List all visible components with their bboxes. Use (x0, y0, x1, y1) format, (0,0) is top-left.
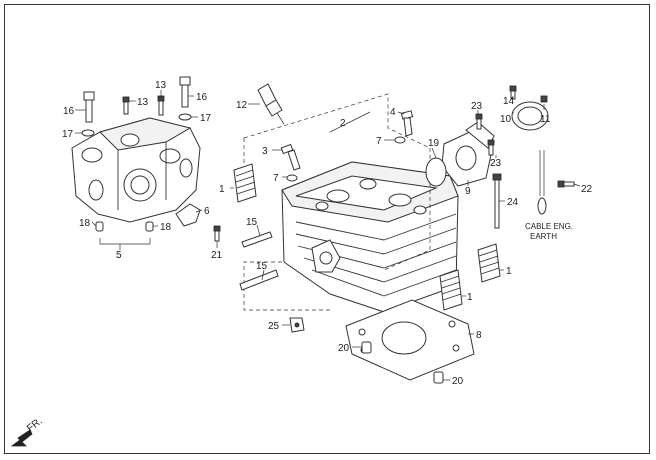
callout-1-lower: 1 (467, 292, 473, 303)
clamp-band (511, 101, 549, 131)
diagram-border (4, 4, 650, 454)
cable-note: CABLE ENG. EARTH (525, 222, 573, 241)
callout-23-top: 23 (471, 101, 483, 112)
callout-25: 25 (268, 321, 280, 332)
earth-bolt (557, 180, 575, 188)
washer-right (178, 113, 192, 121)
callout-11: 11 (540, 114, 551, 125)
callout-9: 9 (465, 186, 471, 197)
clamp-nut (540, 95, 548, 103)
cylinder-head (281, 161, 459, 313)
stud-bolt-upper (241, 231, 273, 248)
valve-spring-right (477, 243, 501, 283)
callout-15-upper: 15 (246, 217, 258, 228)
callout-2: 2 (340, 118, 346, 129)
cable-note-line1: CABLE ENG. (525, 222, 573, 231)
stud-bolt-lower (239, 269, 279, 291)
callout-7-right: 7 (376, 136, 382, 147)
small-bolt-a (122, 96, 130, 115)
flange-bolt-right (179, 76, 191, 108)
callout-13-left: 13 (137, 97, 149, 108)
callout-17-left: 17 (62, 129, 74, 140)
valve-guide-right (400, 110, 414, 137)
cylinder-head-gasket (345, 299, 475, 381)
callout-labels: 16 17 18 18 5 13 13 16 17 6 21 1 12 3 7 … (62, 80, 593, 387)
earth-cable (537, 150, 547, 215)
leader-lines (75, 90, 581, 381)
insulator-bolt-bottom (487, 139, 495, 156)
callout-21: 21 (211, 250, 223, 261)
intake-o-ring (425, 157, 447, 187)
callout-12: 12 (236, 100, 248, 111)
small-bolt-b (157, 95, 165, 116)
carburetor-insulator (441, 121, 495, 187)
callout-17-right: 17 (200, 113, 212, 124)
callout-20-right: 20 (452, 376, 464, 387)
washer-left (81, 129, 95, 137)
callout-7-left: 7 (273, 173, 279, 184)
long-bolt (492, 173, 502, 229)
valve-spring-lower (439, 269, 463, 311)
callout-22: 22 (581, 184, 593, 195)
callout-6: 6 (204, 206, 210, 217)
dowel-pin-gasket-b (433, 371, 444, 384)
dowel-pin-b (145, 221, 154, 232)
callout-23-bottom: 23 (490, 158, 502, 169)
callout-15-lower: 15 (256, 261, 268, 272)
decompressor-lever (175, 203, 201, 227)
callout-5: 5 (116, 250, 122, 261)
front-arrow-icon (10, 429, 33, 447)
callout-20-left: 20 (338, 343, 350, 354)
valve-guide-left (280, 143, 301, 171)
callout-1-right: 1 (506, 266, 512, 277)
insulator-bolt-top (475, 113, 483, 130)
callout-13-top: 13 (155, 80, 167, 91)
callout-19: 19 (428, 138, 440, 149)
callout-16-right: 16 (196, 92, 208, 103)
callout-4: 4 (390, 107, 396, 118)
callout-3: 3 (262, 146, 268, 157)
dowel-pin-gasket-a (361, 341, 372, 354)
front-direction-indicator: FR. (10, 416, 45, 447)
callout-18-right: 18 (160, 222, 172, 233)
cable-note-line2: EARTH (530, 232, 557, 241)
bracket-5 (99, 238, 151, 245)
callout-1-left: 1 (219, 184, 225, 195)
callout-18-left: 18 (79, 218, 91, 229)
callout-14: 14 (503, 96, 515, 107)
o-ring-right (394, 136, 406, 144)
assembly-boundary-lower (243, 261, 330, 311)
flange-bolt-left (83, 91, 95, 123)
callout-24: 24 (507, 197, 519, 208)
spark-plug (257, 83, 285, 125)
dowel-pin-a (95, 221, 104, 232)
o-ring-left (286, 174, 298, 182)
rocker-arm-holder (71, 117, 201, 223)
clip-25 (289, 317, 305, 333)
callout-8: 8 (476, 330, 482, 341)
valve-spring-left (233, 163, 257, 203)
callout-16-left: 16 (63, 106, 75, 117)
bolt-21 (213, 225, 221, 242)
callout-10: 10 (500, 114, 512, 125)
